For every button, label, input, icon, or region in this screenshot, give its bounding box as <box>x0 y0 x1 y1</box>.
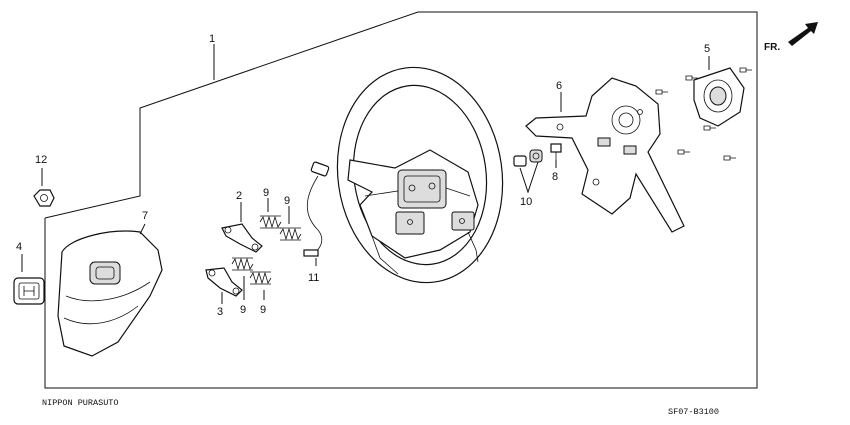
callout-2: 2 <box>236 190 242 202</box>
slip-ring-5 <box>693 67 745 127</box>
callout-9-b: 9 <box>284 195 290 207</box>
emblem-4 <box>13 277 45 305</box>
callout-10: 10 <box>520 196 532 208</box>
callout-4: 4 <box>16 241 22 253</box>
collar-10 <box>513 149 543 167</box>
callout-1: 1 <box>209 33 215 45</box>
callout-9-c: 9 <box>240 304 246 316</box>
small-screws <box>655 67 752 161</box>
spring-9-d <box>249 271 272 285</box>
callout-11: 11 <box>308 272 319 284</box>
base-bracket-6 <box>525 77 685 233</box>
footer-diagram-code: SF07-B3100 <box>668 407 719 417</box>
callout-9-d: 9 <box>260 304 266 316</box>
steering-wheel <box>336 66 504 284</box>
spring-9-a <box>259 215 282 229</box>
wire-harness-11 <box>303 161 330 257</box>
callout-9-a: 9 <box>263 187 269 199</box>
horn-pad-7 <box>57 230 163 357</box>
nut-12 <box>33 189 55 207</box>
callout-8: 8 <box>552 171 558 183</box>
spring-9-c <box>231 257 254 271</box>
contact-plate-2 <box>221 223 263 253</box>
callout-12: 12 <box>35 154 47 166</box>
direction-label: FR. <box>764 42 780 53</box>
callout-6: 6 <box>556 80 562 92</box>
callout-3: 3 <box>217 306 223 318</box>
footer-manufacturer: NIPPON PURASUTO <box>42 398 119 408</box>
spring-9-b <box>279 227 302 241</box>
front-direction-arrow-icon <box>788 22 818 46</box>
contact-plate-3 <box>205 267 243 297</box>
callout-7: 7 <box>142 210 148 222</box>
assembly-frame <box>44 11 758 389</box>
callout-5: 5 <box>704 43 710 55</box>
